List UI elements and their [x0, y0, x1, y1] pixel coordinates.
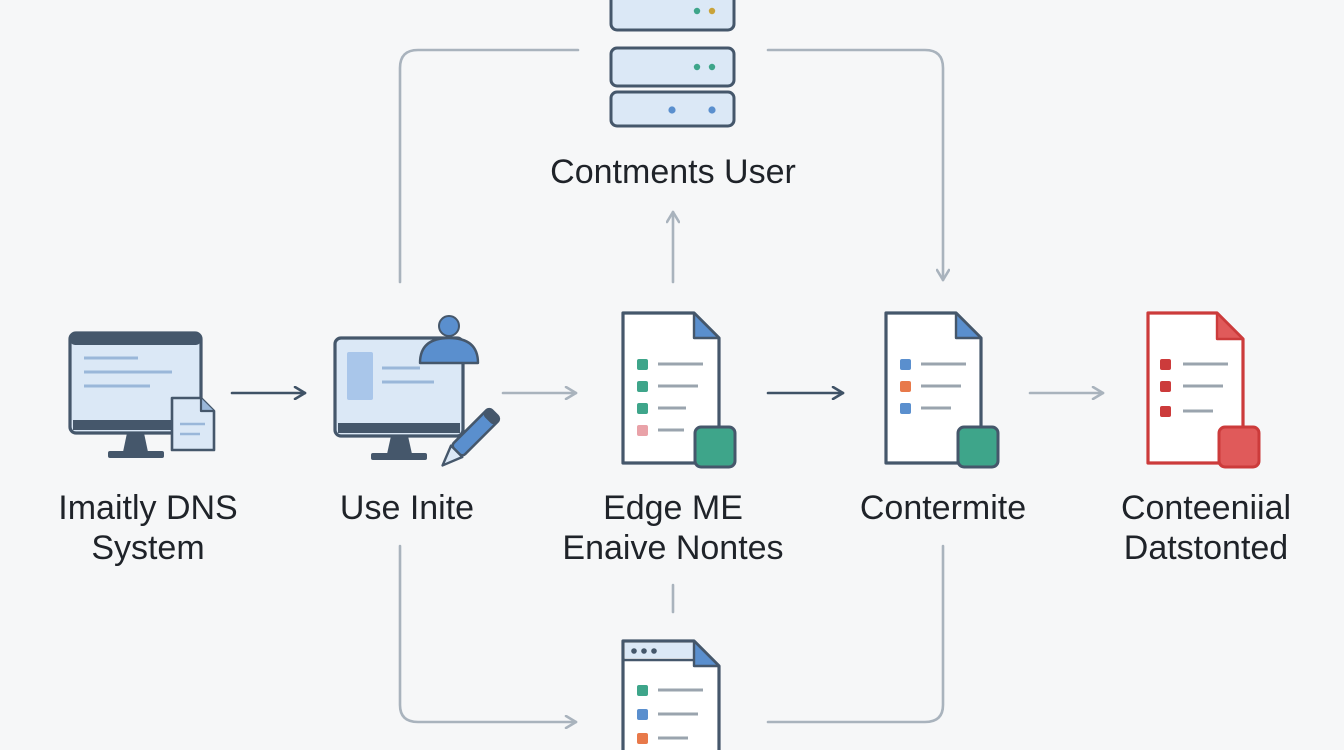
server-stack-icon: [609, 0, 736, 128]
monitor-with-document-icon: [68, 331, 216, 458]
dns-label-line2: System: [91, 529, 205, 567]
monitor-with-user-and-pen-icon: [333, 315, 501, 467]
connector-use-inite-to-server: [398, 48, 580, 284]
contermite-label-text: Contermite: [859, 489, 1027, 527]
red-document-icon: [1146, 311, 1261, 469]
connector-use-inite-to-bottom-doc: [398, 544, 578, 722]
use-inite-label-text: Use Inite: [339, 489, 475, 527]
label-dns-system: Imaitly DNS System: [30, 488, 266, 568]
label-conteenial: Conteeniial Datstonted: [1088, 488, 1324, 568]
dns-label-line1: Imaitly DNS: [58, 489, 238, 527]
conteenial-label-line1: Conteeniial: [1120, 489, 1292, 527]
connector-server-to-contermite: [766, 48, 943, 282]
label-contermite: Contermite: [823, 488, 1063, 528]
label-edge-me: Edge ME Enaive Nontes: [533, 488, 813, 568]
document-with-green-badge-icon: [884, 311, 1000, 469]
document-with-green-badge-icon: [621, 311, 737, 469]
browser-document-icon: [621, 639, 721, 750]
connectors: [230, 48, 1105, 724]
server-label-text: Contments User: [550, 153, 796, 191]
edge-label-line2: Enaive Nontes: [562, 529, 784, 567]
conteenial-label-line2: Datstonted: [1123, 529, 1289, 567]
connector-contermite-to-bottom-doc: [766, 544, 945, 724]
label-use-inite: Use Inite: [307, 488, 507, 528]
edge-label-line1: Edge ME: [603, 489, 743, 527]
label-server: Contments User: [533, 152, 813, 192]
